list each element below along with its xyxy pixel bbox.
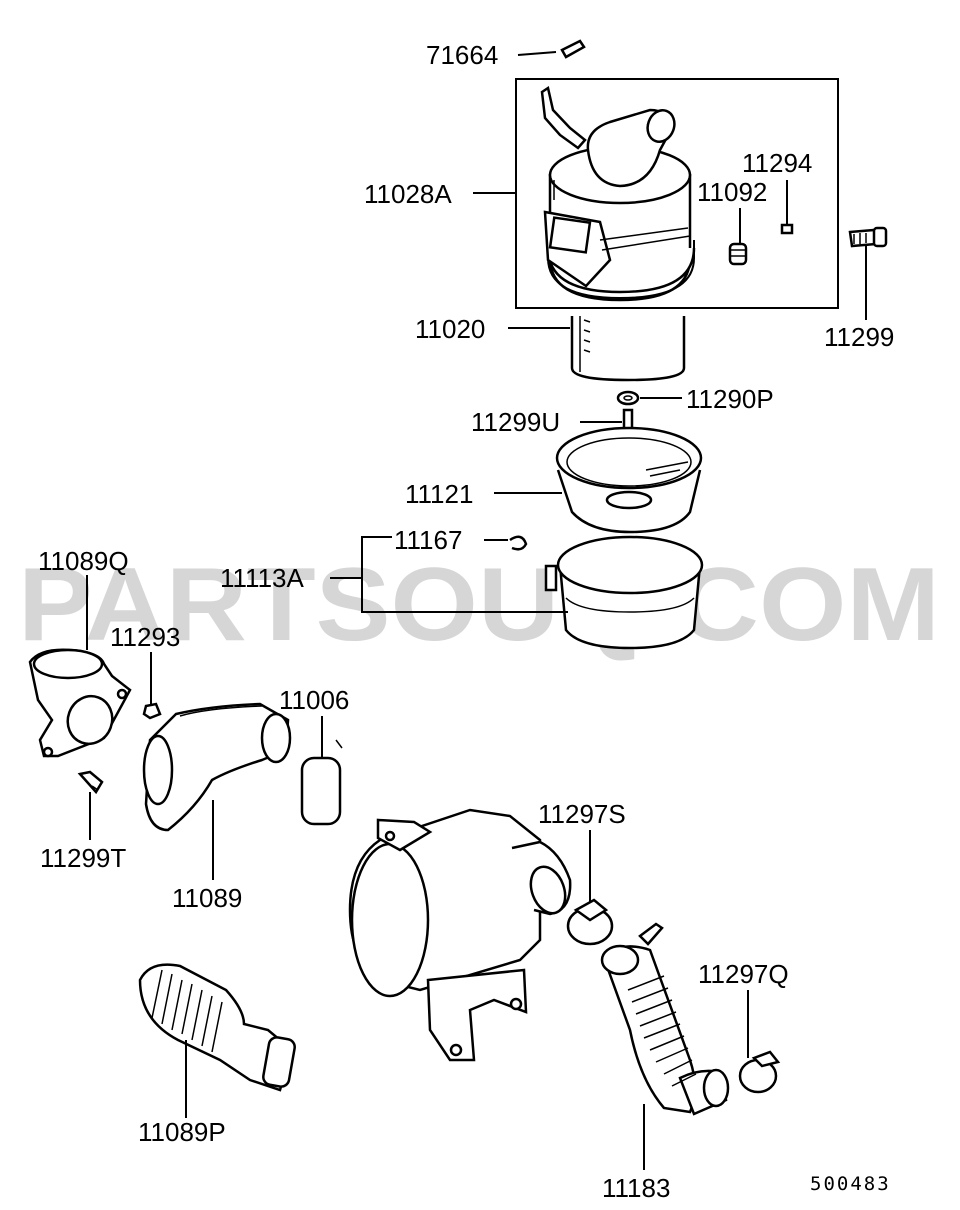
part-labels: 71664 11028A 11294 11092 11299 11020 112… (38, 40, 894, 1203)
label-11167: 11167 (394, 525, 462, 555)
duct-11089P-drawing (138, 963, 296, 1092)
leader-lines (86, 51, 867, 1170)
label-11089Q: 11089Q (38, 546, 129, 576)
label-11121: 11121 (405, 479, 473, 509)
label-11113A: 11113A (220, 563, 305, 593)
hose-11183-drawing (600, 922, 730, 1116)
housing-bottom-drawing (555, 426, 703, 534)
air-cleaner-cover-drawing (540, 85, 696, 302)
part-11089Q-drawing (28, 648, 132, 758)
label-11297S: 11297S (538, 799, 626, 829)
part-11293-drawing (142, 702, 162, 720)
bracket-11113A (330, 536, 568, 613)
filter-element-drawing (570, 316, 686, 382)
part-11294-drawing (780, 223, 794, 235)
diagram-code: 500483 (810, 1173, 891, 1195)
label-11297Q: 11297Q (698, 959, 789, 989)
part-11092-drawing (728, 242, 748, 266)
label-11299U: 11299U (471, 407, 560, 437)
label-11294: 11294 (742, 148, 812, 178)
air-cleaner-assembly-drawing (348, 808, 572, 1062)
label-11290P: 11290P (686, 384, 774, 414)
label-11299T: 11299T (40, 843, 126, 873)
clamp-band-drawing (544, 535, 704, 650)
part-71664-drawing (560, 39, 586, 59)
duct-11089-drawing (142, 702, 292, 832)
label-11092: 11092 (697, 177, 767, 207)
part-11290P-drawing (616, 390, 640, 406)
label-11020: 11020 (415, 314, 485, 344)
clamp-11297S-drawing (566, 898, 614, 946)
label-11089P: 11089P (138, 1117, 226, 1147)
label-11006: 11006 (279, 685, 349, 715)
clamp-11297Q-drawing (738, 1050, 781, 1094)
label-11089: 11089 (172, 883, 242, 913)
label-11183: 11183 (602, 1173, 670, 1203)
part-11167-drawing (509, 535, 528, 551)
label-71664: 71664 (426, 40, 498, 70)
label-11293: 11293 (110, 622, 180, 652)
watermark: PARTSOUQ.COM (18, 547, 940, 663)
part-11299T-drawing (77, 770, 104, 795)
label-11028A: 11028A (364, 179, 452, 209)
part-11299-drawing (848, 226, 888, 248)
label-11299: 11299 (824, 322, 894, 352)
